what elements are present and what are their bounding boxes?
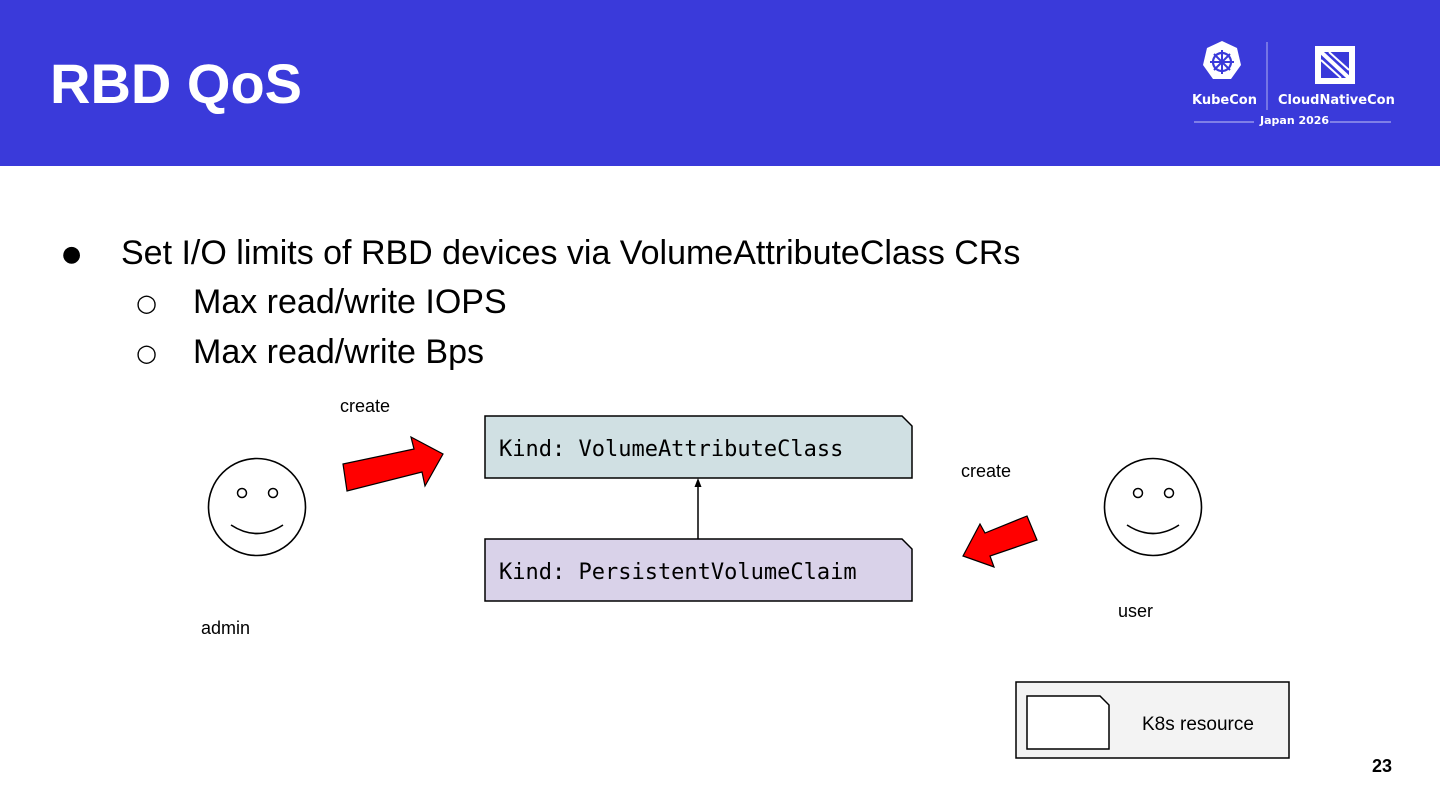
bullet-marker: ● <box>62 242 82 267</box>
bullet-main: Set I/O limits of RBD devices via Volume… <box>121 234 1021 272</box>
admin-create-arrow <box>342 435 444 492</box>
admin-smiley-icon <box>207 457 307 557</box>
legend-label: K8s resource <box>1142 714 1254 735</box>
bullet-sub-item: Max read/write IOPS <box>193 283 507 321</box>
user-smiley-icon <box>1103 457 1203 557</box>
sub-bullet-marker: ○ <box>136 289 157 317</box>
persistent-volume-claim-kind: Kind: PersistentVolumeClaim <box>499 560 857 585</box>
user-create-label: create <box>961 461 1012 481</box>
bullet-sub-item: Max read/write Bps <box>193 333 484 371</box>
logo-graphic <box>1194 41 1391 123</box>
volume-attribute-class-kind: Kind: VolumeAttributeClass <box>499 437 844 462</box>
persistent-volume-claim-box <box>484 538 913 602</box>
cloudnativecon-wordmark: CloudNativeCon <box>1278 93 1395 108</box>
user-label: user <box>1118 601 1154 621</box>
cncf-grid-icon <box>1315 46 1355 84</box>
kubecon-cloudnativecon-logo: KubeCon CloudNativeCon Japan 2026 <box>1186 38 1396 130</box>
kubernetes-helm-icon <box>1203 41 1241 79</box>
page-number: 23 <box>1371 756 1392 776</box>
user-create-arrow <box>962 515 1038 568</box>
header-bar: RBD QoS <box>0 0 1440 166</box>
kubecon-wordmark: KubeCon <box>1192 93 1257 108</box>
sub-bullet-marker: ○ <box>136 339 157 367</box>
reference-arrow <box>694 478 702 539</box>
slide-title: RBD QoS <box>50 52 302 115</box>
event-location-year: Japan 2026 <box>1260 114 1330 127</box>
admin-create-label: create <box>340 396 391 416</box>
legend-resource-shape-icon <box>1026 695 1110 750</box>
volume-attribute-class-box <box>484 415 913 479</box>
admin-label: admin <box>201 618 251 638</box>
